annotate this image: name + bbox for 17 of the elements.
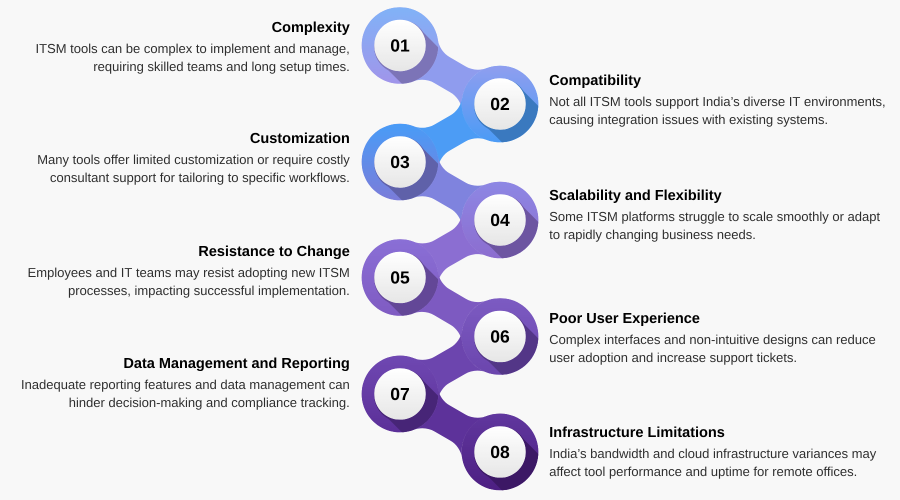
description: Not all ITSM tools support India’s diverse IT environments, causing integration issues with existing systems. — [550, 96, 884, 127]
heading: Complexity — [272, 21, 350, 35]
description: Complex interfaces and non-intuitive designs can reduce user adoption and increase support tickets. — [550, 334, 876, 365]
heading: Resistance to Change — [199, 245, 350, 260]
heading: Data Management and Reporting — [124, 357, 349, 372]
heading: Scalability and Flexibility — [550, 189, 722, 203]
heading: Poor User Experience — [550, 312, 700, 326]
description: Many tools offer limited customization or require costly consultant support for tailoring to specific workflows. — [38, 154, 350, 185]
description: ITSM tools can be complex to implement and manage, requiring skilled teams and long setup times. — [36, 44, 349, 74]
description: Some ITSM platforms struggle to scale smoothly or adapt to rapidly changing business needs. — [549, 212, 880, 242]
description: Inadequate reporting features and data management can hinder decision-making and compliance tracking. — [22, 380, 349, 410]
description: India’s bandwidth and cloud infrastructure variances may affect tool performance and uptime for remote offices. — [550, 448, 876, 479]
heading: Customization — [250, 132, 349, 144]
heading: Infrastructure Limitations — [550, 426, 724, 438]
connector-band — [414, 388, 486, 458]
heading: Compatibility — [550, 74, 641, 88]
description: Employees and IT teams may resist adopting new ITSM processes, impacting successful implementation. — [28, 268, 349, 298]
